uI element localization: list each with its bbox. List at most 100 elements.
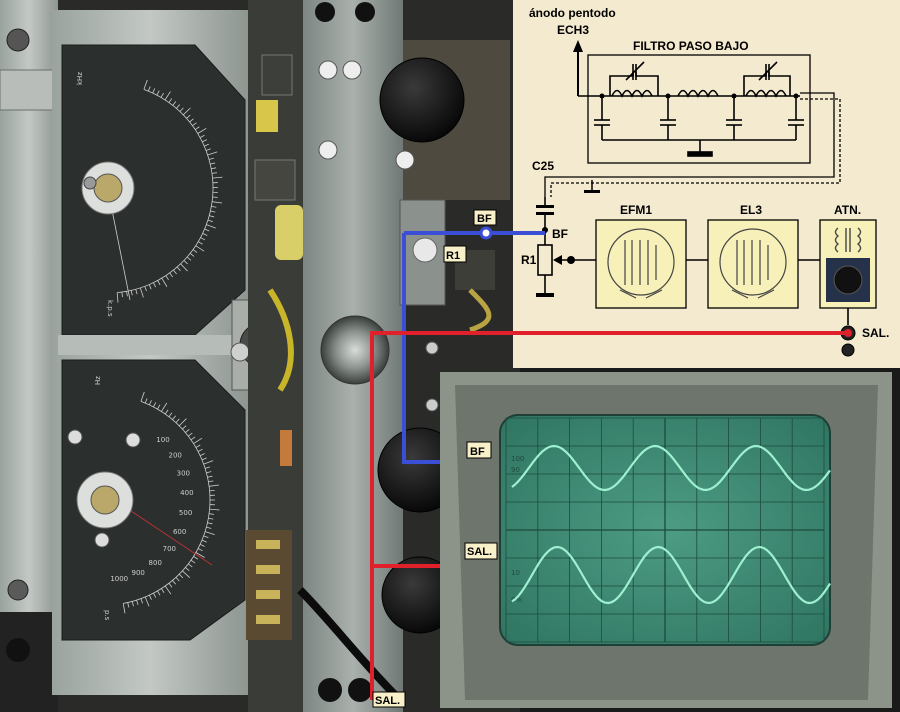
banana-jack — [6, 638, 30, 662]
upper-dial-unit-top: kHz — [76, 72, 84, 85]
coil-can — [261, 54, 293, 96]
dial-tick — [197, 448, 203, 452]
inductor-1 — [611, 89, 653, 98]
scope-bf-tag: BF — [470, 446, 485, 458]
dial-tick — [121, 292, 123, 298]
dial-tick — [198, 241, 203, 245]
dial-tick — [164, 585, 172, 595]
input-jack — [412, 237, 438, 263]
banana-jack — [315, 2, 335, 22]
dial-tick — [209, 508, 220, 511]
screw-icon — [395, 150, 415, 170]
panel-meter — [320, 315, 390, 385]
dial-tick — [140, 598, 143, 604]
dial-tick — [180, 263, 188, 272]
dial-tick — [153, 282, 157, 288]
dial-tick — [144, 286, 147, 292]
dial-tick — [130, 290, 133, 296]
resistor — [256, 590, 280, 599]
lower-dial-number: 1000 — [110, 575, 128, 583]
trimmer-capacitor-1 — [609, 61, 659, 96]
anode-label: ánodo pentodo — [529, 6, 616, 20]
dial-tick — [152, 88, 156, 94]
el3-tube-box — [707, 219, 799, 309]
dial-tick — [212, 201, 223, 204]
dial-tick — [205, 148, 211, 151]
graticule-label: 0% — [511, 596, 522, 604]
atn-label: ATN. — [834, 203, 861, 217]
dial-tick — [172, 415, 177, 420]
bf-tag-box — [473, 209, 497, 226]
dial-tick — [197, 548, 203, 552]
screw-icon — [67, 429, 83, 445]
dial-tick — [126, 291, 128, 297]
lower-dial-number: 800 — [149, 559, 162, 567]
dial-tick — [203, 535, 209, 538]
screw-icon — [125, 432, 141, 448]
dial-tick — [207, 475, 213, 478]
dial-tick — [209, 215, 215, 218]
dial-tick — [149, 594, 152, 600]
c25-capacitor — [536, 205, 554, 208]
scope-sal-tag: SAL. — [467, 546, 492, 558]
dial-tick — [178, 573, 184, 579]
wiper-arrow-icon — [553, 255, 562, 265]
capacitor — [275, 205, 303, 260]
equipment-photo: kHz k.p.s 100200300400500600700800900100… — [0, 0, 520, 712]
dial-tick — [185, 567, 190, 572]
dial-tick — [176, 104, 180, 109]
dial-tick — [144, 398, 148, 404]
dial-tick — [212, 176, 223, 179]
ground-icon — [584, 190, 600, 193]
dial-tick — [168, 412, 173, 417]
dial-tick — [192, 122, 197, 126]
dial-tick — [211, 167, 217, 170]
dial-tick — [176, 266, 181, 272]
dial-tick — [157, 280, 161, 286]
lower-dial-number: 700 — [163, 545, 176, 553]
dial-tick — [185, 428, 190, 433]
scope-sal-tag-box — [464, 542, 498, 560]
dial-tick — [193, 556, 198, 560]
dial-tick — [199, 134, 205, 138]
dial-tick — [182, 570, 191, 578]
dial-tick — [135, 289, 138, 295]
graticule-label: 90 — [511, 466, 520, 474]
dial-tick — [164, 409, 169, 415]
banana-jack — [355, 2, 375, 22]
dial-tick — [183, 260, 188, 265]
ground-icon — [536, 293, 554, 297]
dial-tick — [201, 539, 207, 543]
dial-arc — [117, 88, 214, 293]
bf-probe-point — [479, 226, 493, 240]
yellow-wire — [267, 288, 294, 392]
lower-dial-number: 200 — [169, 452, 182, 460]
screw-icon — [318, 60, 338, 80]
dial-tick — [206, 526, 212, 529]
dial-tick — [168, 583, 173, 588]
graticule-label: 100 — [511, 455, 524, 463]
lower-dial-number: 300 — [177, 470, 190, 478]
dial-tick — [208, 517, 214, 520]
c25-label: C25 — [532, 159, 554, 173]
dial-tick — [147, 86, 151, 92]
junction-dots — [599, 93, 799, 99]
dial-tick — [168, 98, 173, 103]
dial-tick — [153, 402, 157, 408]
screw-icon — [318, 140, 338, 160]
dial-tick — [179, 107, 184, 112]
bf-trace — [511, 444, 831, 492]
dial-tick — [189, 253, 195, 257]
screw-icon — [94, 532, 110, 548]
sal-trace — [511, 545, 831, 605]
dial-tick — [127, 602, 130, 608]
control-knob[interactable] — [379, 57, 465, 143]
rack-panel — [297, 0, 495, 712]
lower-knob-hub — [90, 485, 120, 515]
dial-tick — [178, 418, 187, 427]
dial-tick — [144, 596, 150, 607]
attenuator-knob[interactable] — [833, 265, 863, 295]
